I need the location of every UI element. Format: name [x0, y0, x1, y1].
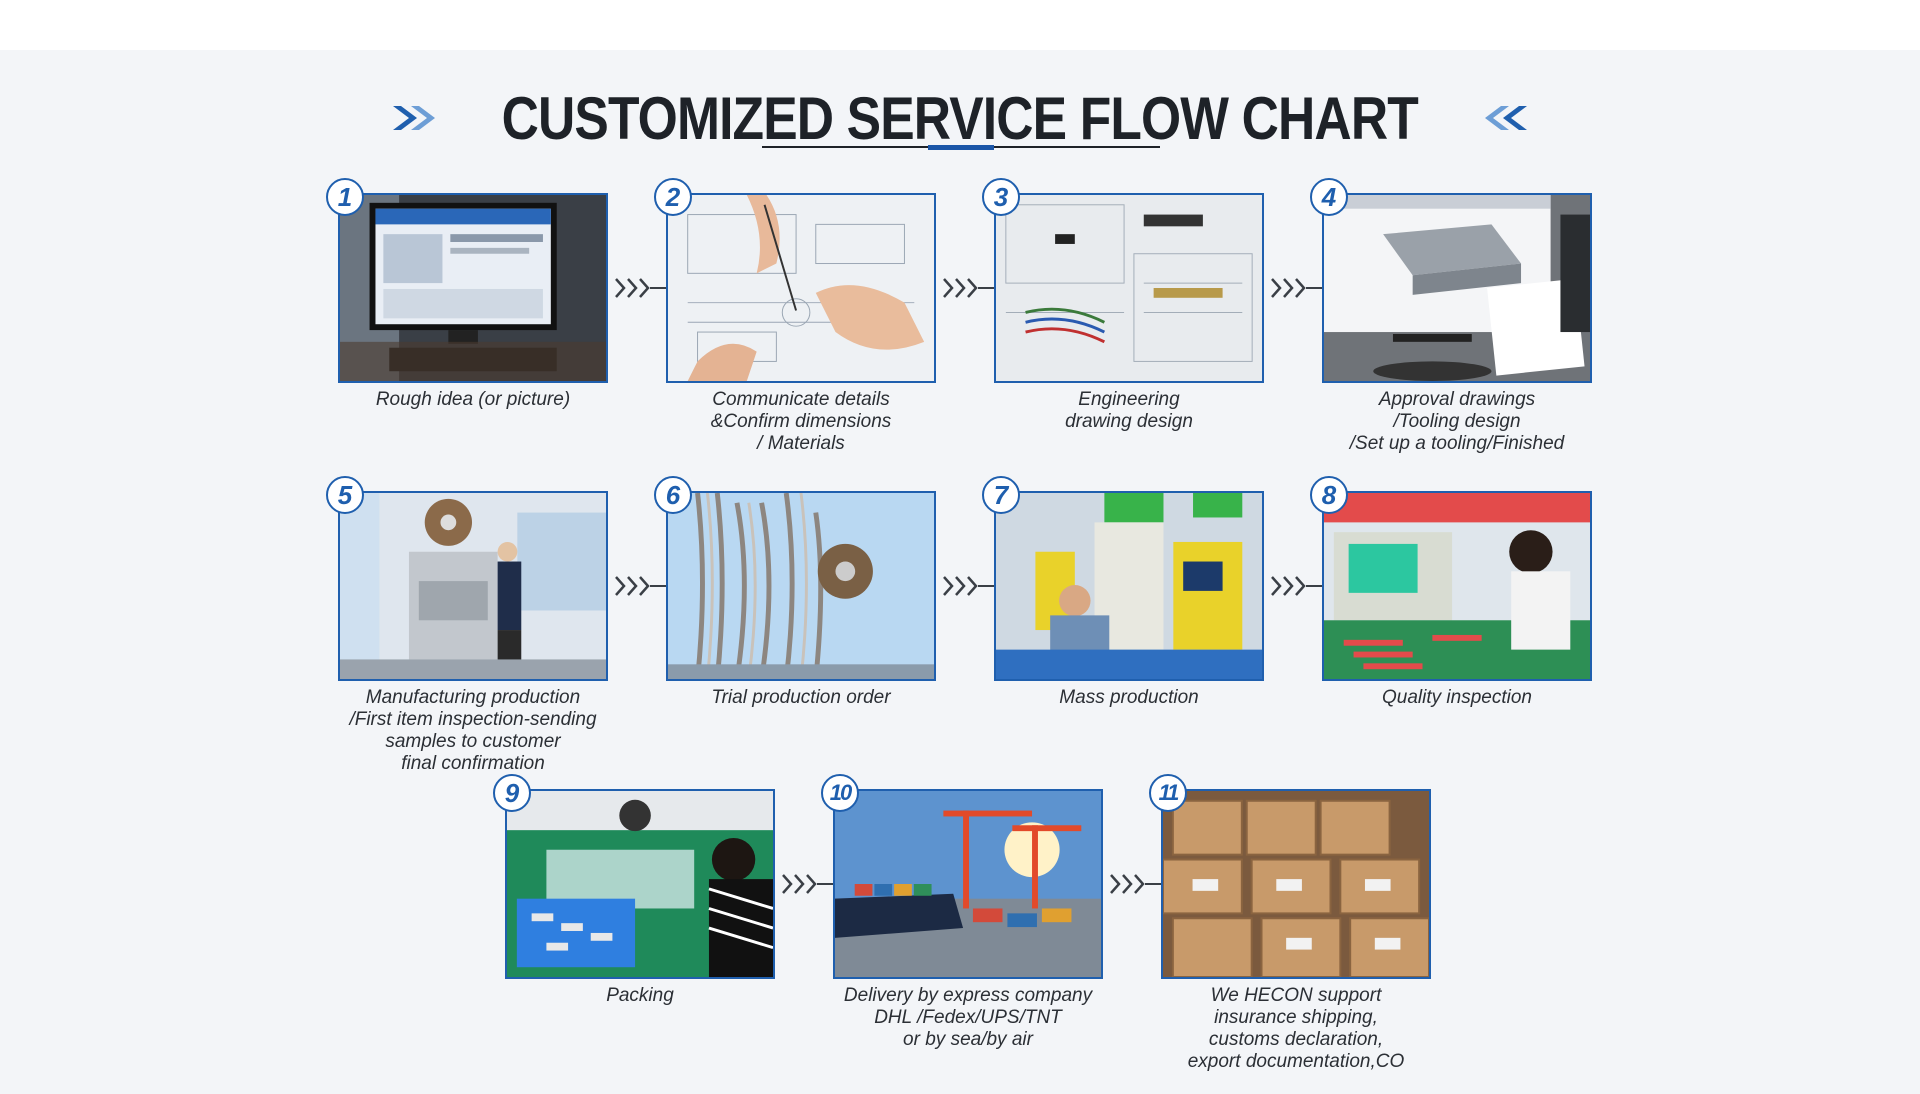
triple-chevron-arrow-icon: [943, 576, 996, 596]
step-number-badge: 9: [493, 774, 531, 812]
step-number-badge: 7: [982, 476, 1020, 514]
step-caption: Communicate details&Confirm dimensions/ …: [710, 389, 892, 454]
step-caption: Manufacturing production/First item insp…: [349, 687, 597, 774]
step-photo-engineering: [994, 193, 1264, 383]
triple-chevron-arrow-icon: [1271, 576, 1324, 596]
step-caption: Quality inspection: [1382, 687, 1532, 708]
title-underline-accent: [928, 145, 994, 150]
step-number-badge: 5: [326, 476, 364, 514]
step-number-badge: 2: [654, 178, 692, 216]
step-photo-manufacturing: [338, 491, 608, 681]
step-photo-drawing: [666, 193, 936, 383]
step-number-badge: 11: [1149, 774, 1187, 812]
double-chevron-left-icon: [1484, 106, 1527, 130]
triple-chevron-arrow-icon: [1110, 874, 1163, 894]
step-photo-trial: [666, 491, 936, 681]
triple-chevron-arrow-icon: [1271, 278, 1324, 298]
step-caption: Rough idea (or picture): [375, 389, 571, 410]
step-caption: Packing: [606, 985, 674, 1006]
step-photo-delivery: [833, 789, 1103, 979]
page-title: CUSTOMIZED SERVICE FLOW CHART: [501, 84, 1419, 152]
step-photo-computer: [338, 193, 608, 383]
step-caption: Approval drawings/Tooling design/Set up …: [1349, 389, 1565, 454]
step-number-badge: 1: [326, 178, 364, 216]
double-chevron-right-icon: [393, 106, 436, 130]
triple-chevron-arrow-icon: [782, 874, 835, 894]
triple-chevron-arrow-icon: [615, 576, 668, 596]
triple-chevron-arrow-icon: [943, 278, 996, 298]
step-caption: Trial production order: [711, 687, 891, 708]
step-number-badge: 8: [1310, 476, 1348, 514]
title-area: CUSTOMIZED SERVICE FLOW CHART: [0, 78, 1920, 158]
step-photo-quality: [1322, 491, 1592, 681]
step-number-badge: 6: [654, 476, 692, 514]
step-number-badge: 3: [982, 178, 1020, 216]
step-number-badge: 10: [821, 774, 859, 812]
step-caption: Mass production: [1059, 687, 1199, 708]
step-photo-cad: [1322, 193, 1592, 383]
step-number-badge: 4: [1310, 178, 1348, 216]
step-photo-shipping-boxes: [1161, 789, 1431, 979]
step-photo-mass-production: [994, 491, 1264, 681]
step-photo-packing: [505, 789, 775, 979]
triple-chevron-arrow-icon: [615, 278, 668, 298]
